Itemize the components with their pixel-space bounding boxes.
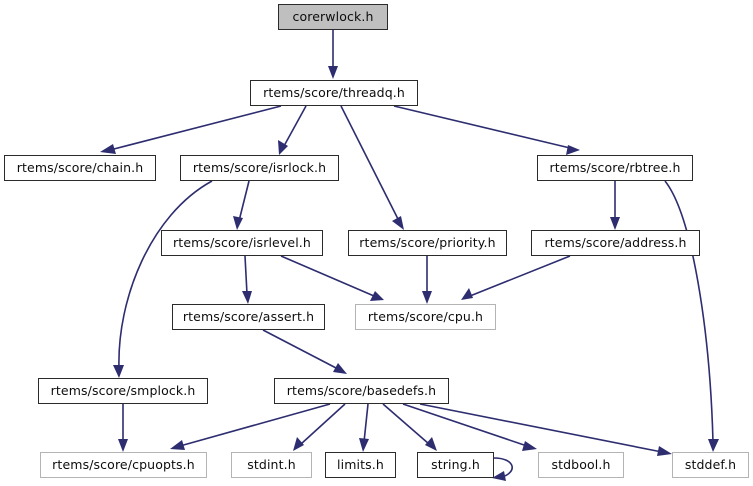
node-smplock[interactable]: rtems/score/smplock.h bbox=[38, 378, 208, 404]
node-rbtree[interactable]: rtems/score/rbtree.h bbox=[537, 155, 693, 181]
edge-isrlevel-to-assert bbox=[242, 255, 252, 304]
edge-priority-to-cpu bbox=[422, 256, 432, 304]
node-chain[interactable]: rtems/score/chain.h bbox=[4, 155, 156, 181]
node-priority[interactable]: rtems/score/priority.h bbox=[348, 230, 507, 256]
edge-smplock-to-cpuopts bbox=[118, 404, 128, 452]
node-corerwlock[interactable]: corerwlock.h bbox=[278, 4, 388, 30]
node-assert[interactable]: rtems/score/assert.h bbox=[172, 304, 325, 330]
edge-basedefs-to-string bbox=[382, 403, 437, 451]
node-stdbool[interactable]: stdbool.h bbox=[538, 452, 624, 478]
node-label: rtems/score/threadq.h bbox=[263, 84, 405, 100]
edge-isrlock-to-smplock bbox=[113, 180, 213, 378]
node-isrlock[interactable]: rtems/score/isrlock.h bbox=[180, 155, 339, 181]
node-label: rtems/score/cpu.h bbox=[367, 308, 484, 324]
edge-address-to-cpu bbox=[461, 255, 571, 300]
node-string[interactable]: string.h bbox=[417, 452, 494, 478]
node-limits[interactable]: limits.h bbox=[325, 452, 396, 478]
node-basedefs[interactable]: rtems/score/basedefs.h bbox=[274, 378, 449, 404]
edge-threadq-to-isrlock bbox=[278, 105, 307, 155]
node-label: rtems/score/address.h bbox=[544, 234, 687, 250]
node-stddef[interactable]: stddef.h bbox=[672, 452, 749, 478]
node-threadq[interactable]: rtems/score/threadq.h bbox=[250, 80, 418, 106]
edge-isrlock-to-isrlevel bbox=[233, 180, 250, 230]
edge-assert-to-basedefs bbox=[262, 329, 347, 374]
node-label: rtems/score/smplock.h bbox=[50, 382, 196, 398]
node-label: stdint.h bbox=[247, 456, 296, 472]
node-label: stdbool.h bbox=[551, 456, 611, 472]
node-label: corerwlock.h bbox=[292, 8, 374, 24]
edge-rbtree-to-stddef bbox=[664, 180, 719, 452]
node-label: rtems/score/assert.h bbox=[182, 308, 315, 324]
node-label: limits.h bbox=[337, 456, 384, 472]
node-label: rtems/score/isrlock.h bbox=[192, 159, 327, 175]
node-stdint[interactable]: stdint.h bbox=[231, 452, 312, 478]
edge-basedefs-to-stddef bbox=[419, 403, 672, 456]
node-cpuopts[interactable]: rtems/score/cpuopts.h bbox=[40, 452, 207, 478]
node-label: rtems/score/rbtree.h bbox=[549, 159, 681, 175]
node-label: rtems/score/priority.h bbox=[359, 234, 496, 250]
node-label: string.h bbox=[431, 456, 480, 472]
node-label: rtems/score/isrlevel.h bbox=[173, 234, 311, 250]
edge-basedefs-to-limits bbox=[359, 403, 369, 452]
edge-basedefs-to-cpuopts bbox=[170, 403, 331, 450]
edge-threadq-to-chain bbox=[100, 105, 282, 154]
edge-basedefs-to-stdint bbox=[293, 403, 346, 451]
edge-string-self-loop bbox=[492, 457, 513, 481]
node-address[interactable]: rtems/score/address.h bbox=[531, 230, 700, 256]
node-label: rtems/score/chain.h bbox=[16, 159, 144, 175]
node-isrlevel[interactable]: rtems/score/isrlevel.h bbox=[161, 230, 323, 256]
node-label: rtems/score/basedefs.h bbox=[286, 382, 437, 398]
edge-basedefs-to-stdbool bbox=[402, 403, 537, 451]
edge-corerwlock-to-threadq bbox=[328, 30, 338, 79]
edge-rbtree-to-address bbox=[610, 181, 620, 230]
edge-threadq-to-rbtree bbox=[393, 105, 580, 155]
node-label: stddef.h bbox=[684, 456, 737, 472]
edge-threadq-to-priority bbox=[340, 105, 404, 230]
node-cpu[interactable]: rtems/score/cpu.h bbox=[355, 304, 496, 330]
node-label: rtems/score/cpuopts.h bbox=[52, 456, 195, 472]
edge-isrlevel-to-cpu bbox=[280, 255, 384, 301]
